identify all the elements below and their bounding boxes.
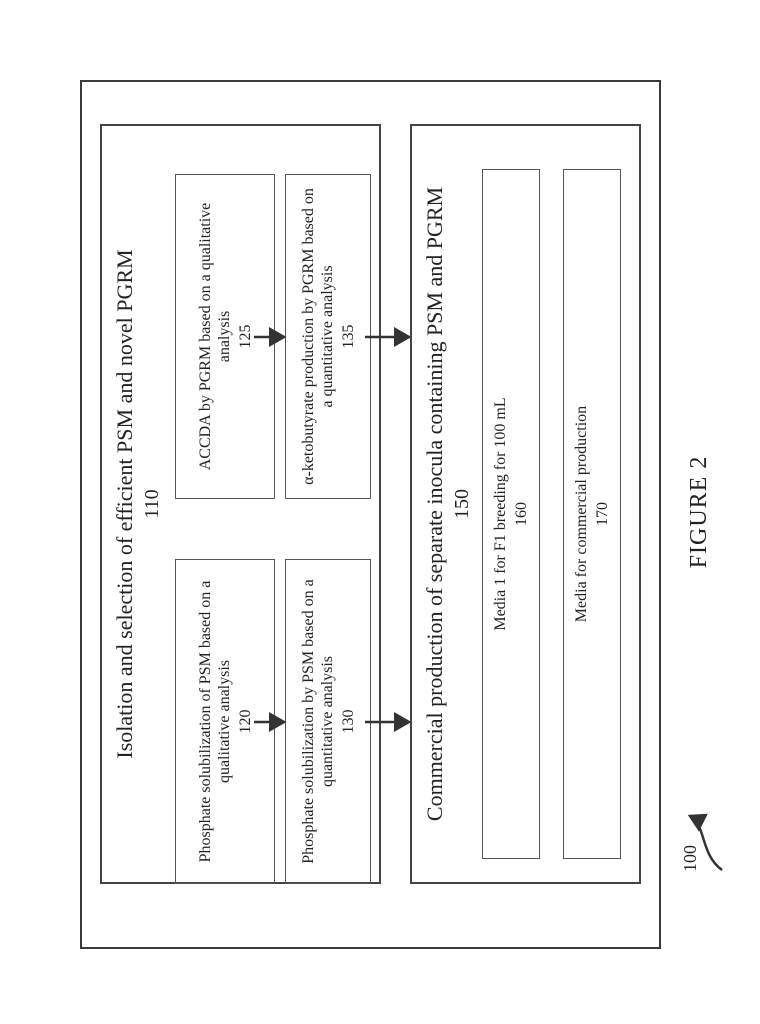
figure-label: FIGURE 2: [686, 0, 713, 1024]
